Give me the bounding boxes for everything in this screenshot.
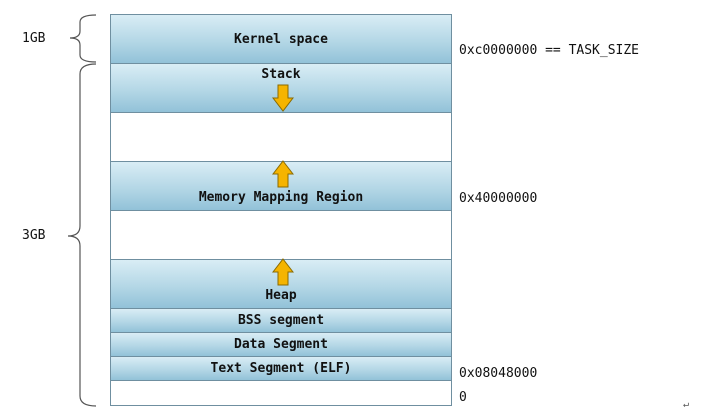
text-label: Text Segment (ELF) <box>210 361 352 376</box>
null-region-segment <box>110 380 452 406</box>
heap-grow-up-arrow-icon <box>272 258 294 286</box>
user-size-label: 3GB <box>22 228 46 243</box>
brace-group <box>67 14 97 407</box>
kernel-brace <box>69 14 97 63</box>
mmap-label: Memory Mapping Region <box>198 190 364 205</box>
mmap-grow-up-arrow-icon <box>272 160 294 188</box>
text-base-address: 0x08048000 <box>459 366 538 381</box>
user-brace <box>67 63 97 407</box>
kernel-size-label: 1GB <box>22 31 46 46</box>
data-label: Data Segment <box>234 337 328 352</box>
free-gap-lower <box>110 210 452 260</box>
text-segment: Text Segment (ELF) <box>110 356 452 381</box>
return-mark: ↵ <box>683 399 690 410</box>
mmap-base-address: 0x40000000 <box>459 191 538 206</box>
stack-label: Stack <box>261 67 301 82</box>
kernel-space-label: Kernel space <box>234 31 328 47</box>
bss-segment: BSS segment <box>110 308 452 333</box>
heap-label: Heap <box>265 288 297 303</box>
bss-label: BSS segment <box>237 313 325 328</box>
free-gap-upper <box>110 112 452 162</box>
zero-address: 0 <box>459 390 467 405</box>
stack-grow-down-arrow-icon <box>272 84 294 112</box>
data-segment: Data Segment <box>110 332 452 357</box>
task-size-address: 0xc0000000 == TASK_SIZE <box>459 43 640 58</box>
kernel-space-segment: Kernel space <box>110 14 452 64</box>
